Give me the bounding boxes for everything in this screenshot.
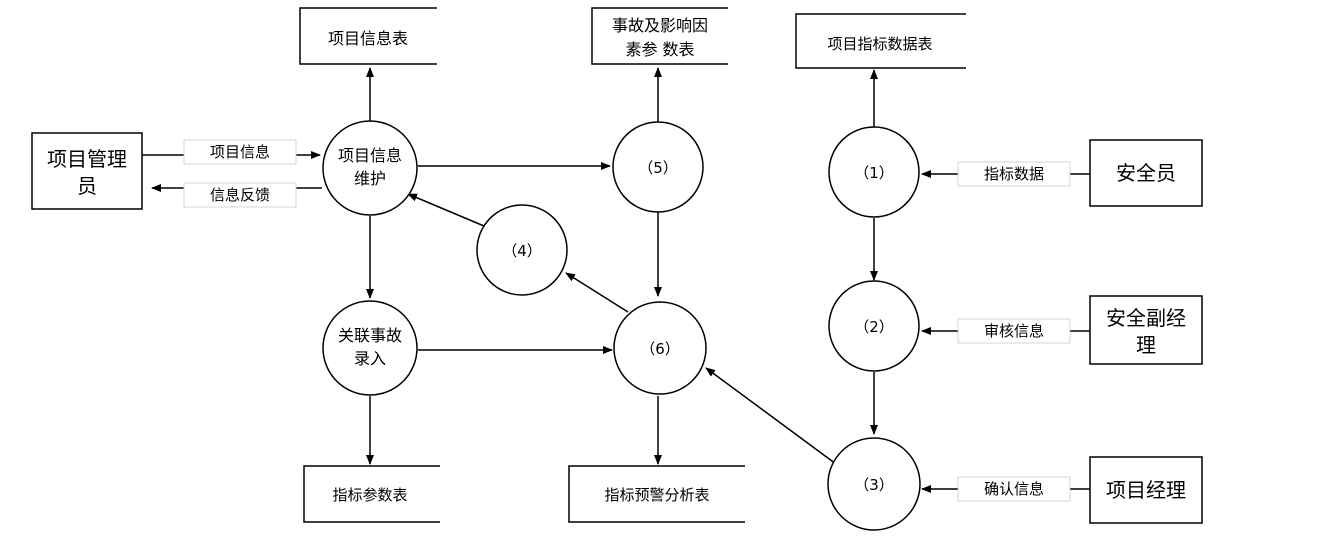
process-6: （6） bbox=[613, 301, 707, 395]
process-label-line: （5） bbox=[638, 159, 678, 177]
entity-project-manager: 项目管理 员 bbox=[31, 132, 143, 210]
process-label-line: 维护 bbox=[354, 169, 386, 188]
flow-label-text: 确认信息 bbox=[984, 480, 1044, 498]
store-index-param-table: 指标参数表 bbox=[303, 465, 440, 523]
entity-safety-officer: 安全员 bbox=[1089, 139, 1203, 207]
store-project-index-table: 项目指标数据表 bbox=[795, 13, 966, 69]
entity-label-line: 安全副经 bbox=[1106, 306, 1186, 330]
process-label-line: （4） bbox=[502, 242, 542, 260]
entity-project-director: 项目经理 bbox=[1089, 456, 1203, 524]
flow-label-index-data: 指标数据 bbox=[957, 161, 1071, 187]
process-3: （3） bbox=[827, 437, 921, 531]
entity-label-line: 理 bbox=[1136, 333, 1156, 357]
process-link-accident-entry: 关联事故 录入 bbox=[322, 300, 418, 396]
entity-label-line: 项目管理 bbox=[47, 147, 127, 171]
store-project-info-table: 项目信息表 bbox=[299, 7, 437, 65]
flow-label-text: 审核信息 bbox=[984, 322, 1044, 340]
flow-label-text: 信息反馈 bbox=[210, 186, 270, 204]
store-label-line: 素参 数表 bbox=[625, 40, 694, 59]
entity-deputy-safety-manager: 安全副经 理 bbox=[1089, 295, 1203, 365]
process-label-line: （3） bbox=[854, 476, 894, 494]
flow-label-project-info: 项目信息 bbox=[183, 139, 297, 165]
store-label-line: 指标预警分析表 bbox=[604, 486, 709, 504]
process-1: （1） bbox=[828, 126, 920, 218]
process-4: （4） bbox=[476, 204, 568, 296]
process-label-line: （1） bbox=[854, 164, 894, 182]
flow-lines bbox=[142, 67, 1090, 493]
store-label-line: 项目信息表 bbox=[328, 29, 408, 48]
process-5: （5） bbox=[612, 121, 704, 213]
flow-label-review-info: 审核信息 bbox=[957, 318, 1071, 344]
flow-label-text: 指标数据 bbox=[984, 165, 1044, 183]
flow-label-text: 项目信息 bbox=[210, 143, 270, 161]
process-label-line: 关联事故 bbox=[338, 326, 402, 345]
store-label-line: 事故及影响因 bbox=[612, 16, 708, 35]
entity-label-line: 项目经理 bbox=[1106, 478, 1186, 502]
process-maintain-project-info: 项目信息 维护 bbox=[322, 120, 418, 216]
process-label-line: （6） bbox=[640, 340, 680, 358]
process-label-line: 项目信息 bbox=[338, 146, 402, 165]
store-label-line: 项目指标数据表 bbox=[827, 35, 932, 53]
store-label-line: 指标参数表 bbox=[332, 486, 407, 504]
flow-label-info-feedback: 信息反馈 bbox=[183, 182, 297, 208]
flow-label-confirm-info: 确认信息 bbox=[957, 476, 1071, 502]
process-label-line: 录入 bbox=[354, 349, 386, 368]
process-label-line: （2） bbox=[854, 318, 894, 336]
entity-label-line: 安全员 bbox=[1116, 161, 1176, 185]
arrow-p6-to-p4 bbox=[565, 272, 629, 313]
store-accident-factor-table: 事故及影响因 素参 数表 bbox=[591, 7, 728, 65]
store-index-warning-table: 指标预警分析表 bbox=[568, 465, 745, 523]
arrow-p4-to-maintain bbox=[407, 193, 485, 227]
arrow-p3-to-p6 bbox=[705, 367, 837, 465]
process-2: （2） bbox=[828, 280, 920, 372]
entity-label-line: 员 bbox=[77, 174, 97, 198]
